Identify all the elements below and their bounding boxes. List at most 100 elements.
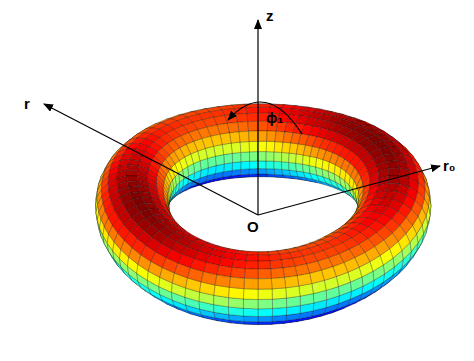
surface-patch (270, 260, 283, 269)
surface-patch (243, 299, 258, 309)
r-axis (44, 104, 258, 215)
surface-patch (236, 114, 248, 123)
origin-label: O (247, 219, 259, 236)
surface-patch (127, 170, 138, 176)
surface-patch (310, 270, 325, 283)
surface-patch (188, 268, 204, 282)
surface-patch (249, 131, 258, 142)
surface-patch (296, 154, 304, 164)
surface-patch (215, 155, 224, 166)
surface-patch (240, 169, 249, 175)
surface-patch (274, 161, 282, 169)
surface-patch (266, 152, 274, 162)
axis-label: r₀ (443, 158, 456, 175)
surface-patch (244, 269, 258, 279)
surface-patch (271, 278, 285, 289)
surface-patch (247, 113, 258, 121)
surface-patch (240, 142, 249, 153)
surface-patch (224, 153, 233, 164)
surface-patch (272, 307, 286, 316)
surface-patch (246, 255, 258, 261)
surface-patch (229, 132, 240, 143)
surface-patch (248, 121, 258, 131)
surface-patch (269, 254, 281, 261)
surface-patch (232, 152, 241, 162)
surface-patch (258, 161, 266, 169)
surface-patch (282, 152, 290, 162)
surface-patch (285, 276, 299, 288)
surface-patch (246, 107, 258, 113)
surface-patch (258, 269, 271, 279)
surface-patch (237, 122, 248, 132)
surface-patch (232, 162, 241, 171)
angle-label: ϕ₁ (266, 110, 283, 127)
surface-patch (258, 289, 272, 300)
surface-patch (297, 273, 312, 286)
surface-patch (127, 176, 138, 182)
surface-patch (258, 322, 272, 325)
surface-patch (266, 141, 275, 152)
surface-patch (229, 287, 244, 299)
surface-patch (249, 169, 258, 175)
surface-patch (386, 161, 398, 169)
surface-patch (388, 168, 399, 176)
surface-patch (222, 143, 232, 155)
surface-patch (244, 278, 258, 289)
z-axis (257, 20, 258, 215)
surface-patch (201, 272, 217, 285)
surface-patch (258, 279, 272, 290)
surface-patch (274, 152, 282, 162)
surface-patch (258, 299, 273, 309)
surface-patch (274, 142, 283, 153)
surface-patch (250, 152, 259, 162)
surface-patch (245, 261, 258, 270)
axis-label: r (24, 96, 30, 113)
surface-patch (266, 161, 274, 169)
surface-patch (243, 316, 258, 322)
surface-patch (267, 131, 277, 142)
surface-patch (249, 141, 258, 152)
surface-patch (241, 152, 250, 162)
surface-patch (289, 162, 297, 171)
surface-patch (286, 286, 300, 298)
surface-patch (266, 169, 275, 175)
surface-patch (243, 308, 258, 316)
surface-patch (258, 131, 267, 141)
surface-patch (258, 316, 272, 322)
surface-patch (274, 169, 283, 175)
r0-axis (258, 166, 440, 215)
surface-patch (243, 289, 258, 300)
surface-patch (239, 131, 249, 142)
surface-patch (283, 266, 297, 277)
axes (44, 20, 440, 215)
surface-patch (258, 169, 267, 175)
surface-patch (258, 152, 266, 161)
surface-patch (241, 161, 250, 169)
surface-patch (127, 165, 138, 171)
surface-patch (250, 161, 259, 169)
surface-patch (258, 104, 271, 107)
surface-patch (289, 153, 297, 163)
surface-patch (231, 142, 241, 153)
surface-patch (232, 260, 246, 269)
surface-patch (229, 277, 244, 289)
surface-patch (224, 163, 233, 172)
surface-patch (231, 268, 246, 279)
surface-patch (303, 155, 311, 166)
surface-patch (247, 252, 258, 256)
surface-patch (271, 268, 285, 279)
surface-patch (215, 275, 231, 288)
surface-patch (282, 162, 290, 170)
surface-patch (258, 252, 269, 255)
surface-patch (228, 298, 243, 309)
surface-patch (258, 309, 273, 317)
surface-patch (258, 255, 270, 261)
angle-arc (228, 102, 302, 134)
axis-label: z (266, 8, 274, 25)
surface-patch (258, 261, 271, 269)
surface-patch (272, 298, 286, 308)
surface-patch (309, 156, 317, 167)
surface-patch (258, 174, 267, 177)
